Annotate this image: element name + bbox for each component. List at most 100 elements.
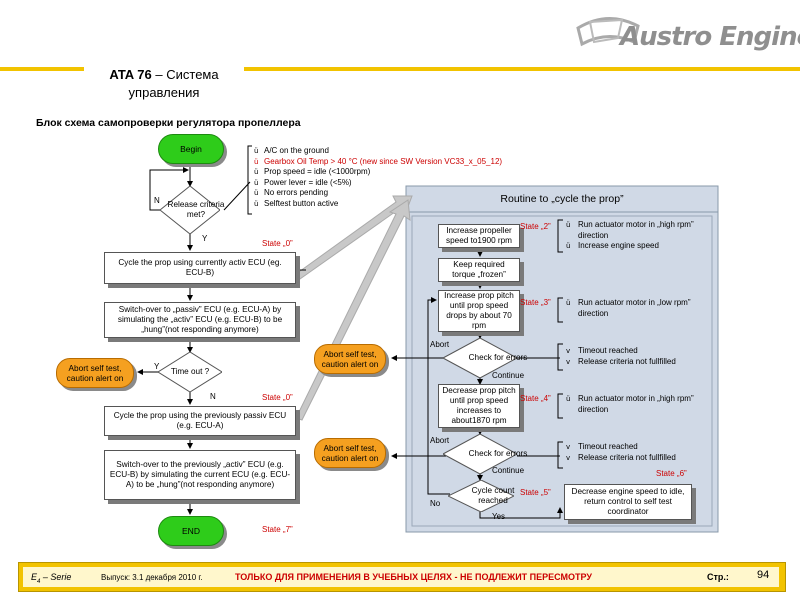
switch-back-active: Switch-over to the previously „activ” EC… [104, 450, 296, 500]
note-item: ü Run actuator motor in „low rpm” directi… [566, 298, 716, 319]
check-errors-label-2: Check for errors [468, 449, 528, 458]
brand-logo: Austro Engine [568, 8, 800, 64]
criteria-item: ü A/C on the ground [254, 146, 502, 157]
criteria-item: ü Selftest button active [254, 199, 502, 210]
note-marker: v [566, 443, 571, 451]
brand-emblem [576, 16, 640, 47]
increase-prop-pitch: Increase prop pitch until prop speed dro… [438, 290, 520, 332]
no-label: No [430, 499, 441, 508]
abort-routine-2: Abort self test, caution alert on [314, 438, 386, 468]
note-state-2: ü Run actuator motor in „high rpm” direct… [566, 220, 716, 252]
subtitle: Блок схема самопроверки регулятора пропе… [36, 117, 301, 129]
criteria-marker: ü [254, 178, 259, 187]
page-title-sep: – Система [151, 67, 219, 82]
continue-label-1: Continue [492, 371, 525, 380]
state-4: State „4” [520, 394, 551, 403]
criteria-text: Selftest button active [264, 198, 339, 208]
page-title-ata: ATA 76 [109, 67, 152, 82]
decrease-prop-pitch: Decrease prop pitch until prop speed inc… [438, 384, 520, 428]
page-title-line2: управления [128, 85, 200, 100]
note-marker: v [566, 347, 571, 355]
footer-series: E4 – Serie [31, 572, 71, 585]
criteria-marker: ü [254, 199, 259, 208]
check-errors-decision-2: Check for errors [443, 434, 527, 474]
state-7: State „7” [262, 525, 293, 534]
decrease-engine-speed: Decrease engine speed to idle, return co… [564, 484, 692, 520]
abort-routine-1: Abort self test, caution alert on [314, 344, 386, 374]
criteria-item: ü Power lever = idle (<5%) [254, 178, 502, 189]
abort-left: Abort self test, caution alert on [56, 358, 134, 388]
timeout-yes-label: Y [154, 362, 160, 371]
note-text: Increase engine speed [578, 241, 659, 251]
state-2: State „2” [520, 222, 551, 231]
note-marker: v [566, 453, 571, 462]
note-marker: v [566, 357, 571, 366]
begin-terminal: Begin [158, 134, 224, 164]
note-item: v Release criteria not fullfilled [566, 357, 716, 368]
check-errors-decision-1: Check for errors [443, 338, 527, 378]
page-title: ATA 76 – Система управления [84, 66, 244, 102]
criteria-text: No errors pending [264, 188, 329, 198]
cycle-previous-passive: Cycle the prop using the previously pass… [104, 406, 296, 436]
state-0-bottom: State „0” [262, 393, 293, 402]
note-text: Release criteria not fullfilled [578, 356, 676, 366]
footer-warning: ТОЛЬКО ДЛЯ ПРИМЕНЕНИЯ В УЧЕБНЫХ ЦЕЛЯХ - … [235, 572, 592, 582]
footer-page-number: 94 [757, 569, 770, 581]
check-errors-label-1: Check for errors [468, 353, 528, 362]
criteria-marker: ü [254, 189, 259, 198]
criteria-item: ü No errors pending [254, 188, 502, 199]
criteria-marker: ü [254, 147, 259, 155]
note-text: Run actuator motor in „low rpm” directio… [578, 298, 691, 318]
footer-issue: Выпуск: 3.1 декабря 2010 г. [101, 573, 203, 582]
note-text: Run actuator motor in „high rpm” directi… [578, 394, 694, 414]
header-title-box [84, 64, 244, 104]
note-marker: ü [566, 299, 571, 307]
note-text: Timeout reached [578, 442, 638, 451]
criteria-text: Gearbox Oil Temp > 40 °C (new since SW V… [264, 156, 503, 166]
criteria-text: A/C on the ground [264, 146, 329, 155]
yes-label: Yes [492, 512, 506, 521]
big-arrow-1 [295, 195, 413, 280]
footer-series-sub: 4 [37, 578, 41, 585]
state-3: State „3” [520, 298, 551, 307]
note-item: ü Increase engine speed [566, 241, 716, 252]
criteria-item: ü Prop speed = idle (<1000rpm) [254, 167, 502, 178]
cycle-active-ecu: Cycle the prop using currently activ ECU… [104, 252, 296, 284]
footer-page-label: Стр.: [707, 572, 729, 582]
end-terminal: END [158, 516, 224, 546]
footer-series-suffix: – Serie [40, 572, 72, 582]
state-5: State „5” [520, 488, 551, 497]
criteria-marker: ü [254, 168, 259, 177]
note-marker: ü [566, 395, 571, 403]
note-state-3: ü Run actuator motor in „low rpm” directi… [566, 298, 716, 319]
brand-name: Austro Engine [620, 22, 800, 52]
increase-prop-speed: Increase propeller speed to1900 rpm [438, 224, 520, 248]
note-marker: ü [566, 242, 571, 251]
switch-to-passive-ecu: Switch-over to „passiv” ECU (e.g. ECU-A)… [104, 302, 296, 338]
note-item: v Timeout reached [566, 442, 716, 453]
criteria-text: Prop speed = idle (<1000rpm) [264, 167, 371, 177]
release-criteria-label: Release criteria met? [167, 200, 225, 219]
abort-label-2: Abort [430, 436, 450, 445]
criteria-text: Power lever = idle (<5%) [264, 177, 352, 187]
header-band [0, 67, 800, 71]
footer-bar: E4 – Serie Выпуск: 3.1 декабря 2010 г. Т… [18, 562, 786, 592]
abort-label-1: Abort [430, 340, 450, 349]
release-yes-label: Y [202, 234, 208, 243]
state-6: State „6” [656, 469, 687, 478]
footer-series-prefix: E [31, 572, 38, 582]
note-state-4: ü Run actuator motor in „high rpm” direct… [566, 394, 716, 415]
release-no-label: N [154, 196, 160, 205]
state-0-top: State „0” [262, 239, 293, 248]
routine-panel-inner [411, 215, 713, 527]
note-item: ü Run actuator motor in „high rpm” direct… [566, 394, 716, 415]
criteria-marker: ü [254, 157, 259, 166]
release-criteria-decision: Release criteria met? [160, 186, 224, 234]
note-text: Run actuator motor in „high rpm” directi… [578, 220, 694, 240]
timeout-no-label: N [210, 392, 216, 401]
